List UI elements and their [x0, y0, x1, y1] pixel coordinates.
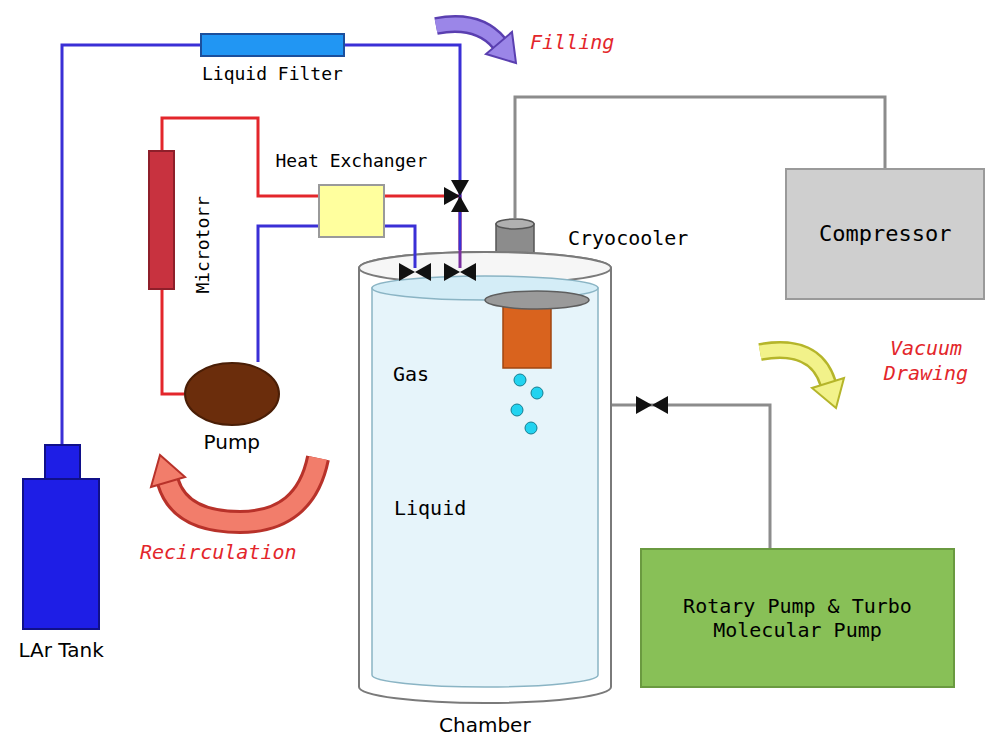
lid-valve [460, 263, 476, 281]
region-label: Gas [393, 362, 429, 387]
recirculation-arrow-outline [168, 458, 318, 522]
vacuum-valve [652, 396, 668, 414]
bubble [531, 387, 543, 399]
flow-label: Recirculation [140, 540, 297, 565]
liquid-filter: Liquid Filter [200, 33, 345, 57]
node-label: LAr Tank [19, 638, 104, 662]
flow-label: Filling [530, 30, 614, 55]
tank-neck [45, 445, 80, 480]
recirculation-arrow-head [151, 455, 185, 487]
cryocooler-flange [485, 291, 589, 309]
node-label: Pump [204, 430, 261, 454]
cryocooler-head-part [496, 219, 534, 229]
chamber-vessel-part [359, 252, 611, 703]
node-label: Liquid [394, 496, 466, 520]
vacuum-pump-box: Rotary Pump & Turbo Molecular Pump [640, 548, 955, 688]
node-label: Heat Exchanger [276, 150, 428, 172]
chamber-vessel-part [372, 276, 598, 300]
pipe-line [385, 196, 460, 250]
circulation-pump: Pump [184, 362, 280, 426]
pipe-line [162, 290, 184, 394]
vacuum-arrow-outline [760, 350, 828, 383]
chamber-vessel-outline [358, 250, 612, 705]
node-label: Compressor [819, 221, 951, 247]
pipe-line [612, 405, 770, 548]
bubble [511, 404, 523, 416]
bubble [525, 422, 537, 434]
flow-label: Vacuum Drawing [876, 336, 976, 386]
pipe-line [385, 226, 415, 250]
pipe-line [62, 45, 200, 478]
bubble [514, 374, 526, 386]
filling-arrow-outline [436, 24, 499, 43]
circulation-pump-outline [184, 362, 280, 426]
node-label: Microtorr [192, 196, 214, 294]
lid-valve [444, 263, 460, 281]
cold-head [503, 304, 551, 368]
chamber-vessel: LiquidChamber [358, 250, 612, 705]
node-label: Chamber [439, 713, 531, 737]
node-label: Cryocooler [568, 226, 688, 250]
circulation-pump-part [185, 363, 279, 425]
filling-arrow-body [436, 24, 499, 43]
lar-tank: LAr Tank [22, 478, 100, 630]
vacuum-arrow-head [812, 378, 844, 408]
recirculation-arrow-body [168, 458, 318, 522]
lid-valve [399, 263, 415, 281]
pipe-stub [414, 250, 417, 268]
node-label: Rotary Pump & Turbo Molecular Pump [667, 594, 929, 642]
microtorr-purifier: Microtorr [148, 150, 175, 290]
node-label: Liquid Filter [202, 63, 343, 85]
three-way-valve [451, 196, 469, 212]
filling-arrow-head [486, 32, 516, 63]
pipe-stub [459, 250, 462, 268]
heat-exchanger: Heat Exchanger [318, 184, 385, 238]
lid-valve [415, 263, 431, 281]
three-way-valve [451, 180, 469, 196]
vacuum-valve [636, 396, 652, 414]
compressor-box: Compressor [785, 168, 985, 300]
chamber-vessel-part [372, 288, 598, 687]
pipe-line [258, 226, 318, 362]
vacuum-arrow-body [760, 350, 828, 383]
